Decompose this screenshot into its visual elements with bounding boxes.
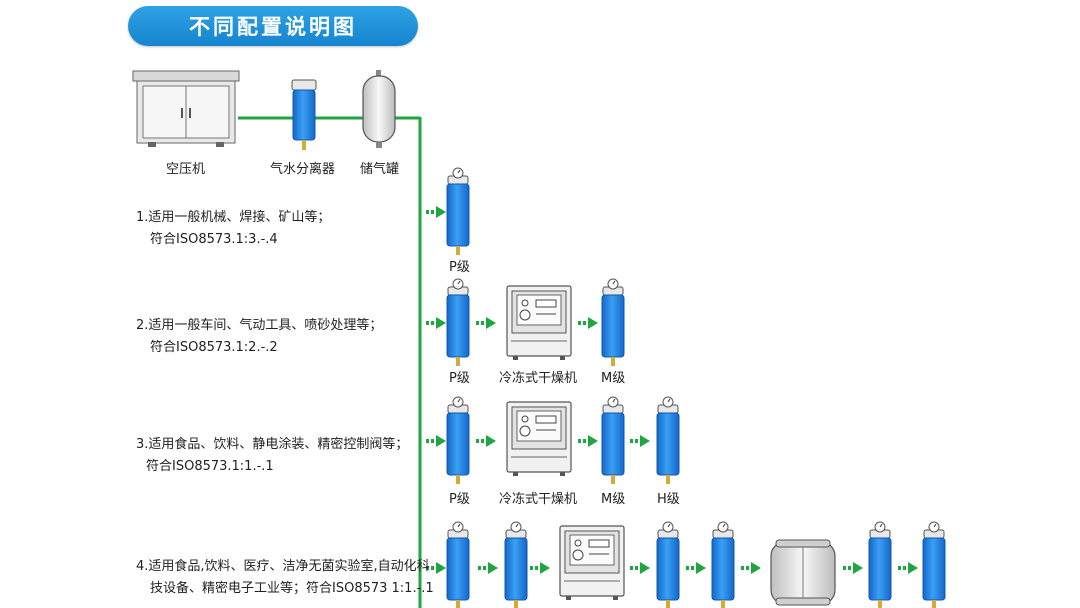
tank-unit xyxy=(362,70,396,148)
config-3-line1: 3.适用食品、饮料、静电涂装、精密控制阀等； xyxy=(136,437,409,452)
config-4-description: 4.适用食品,饮料、医疗、洁净无菌实验室,自动化科 技设备、精密电子工业等；符合… xyxy=(136,556,434,600)
row2-m-label: M级 xyxy=(601,371,626,386)
row2-p-label: P级 xyxy=(449,371,470,386)
row3-h-label: H级 xyxy=(657,492,680,507)
compressor-unit xyxy=(132,70,240,147)
config-3-line2: 符合ISO8573.1:1.-.1 xyxy=(146,459,274,474)
adsorption-dryer-unit xyxy=(770,539,836,606)
config-1-line1: 1.适用一般机械、焊接、矿山等； xyxy=(136,210,331,225)
config-4-line2: 技设备、精密电子工业等；符合ISO8573 1:1.-.1 xyxy=(150,581,434,596)
config-1-line2: 符合ISO8573.1:3.-.4 xyxy=(150,232,278,247)
row3-p-label: P级 xyxy=(449,492,470,507)
config-2-description: 2.适用一般车间、气动工具、喷砂处理等； 符合ISO8573.1:2.-.2 xyxy=(136,315,382,359)
separator-label: 气水分离器 xyxy=(270,162,336,177)
row3-m-label: M级 xyxy=(601,492,626,507)
config-2-line2: 符合ISO8573.1:2.-.2 xyxy=(150,340,278,355)
separator-unit xyxy=(291,79,317,150)
config-2-line1: 2.适用一般车间、气动工具、喷砂处理等； xyxy=(136,318,383,333)
row1-p-label: P级 xyxy=(449,260,470,275)
config-3-description: 3.适用食品、饮料、静电涂装、精密控制阀等； 符合ISO8573.1:1.-.1 xyxy=(136,434,408,478)
row2-dryer-label: 冷冻式干燥机 xyxy=(499,371,578,386)
title-banner: 不同配置说明图 xyxy=(128,6,418,46)
compressor-label: 空压机 xyxy=(166,162,206,177)
config-4-line1: 4.适用食品,饮料、医疗、洁净无菌实验室,自动化科 xyxy=(136,559,430,574)
row3-dryer-label: 冷冻式干燥机 xyxy=(499,492,578,507)
tank-label: 储气罐 xyxy=(360,162,400,177)
config-1-description: 1.适用一般机械、焊接、矿山等； 符合ISO8573.1:3.-.4 xyxy=(136,207,330,251)
